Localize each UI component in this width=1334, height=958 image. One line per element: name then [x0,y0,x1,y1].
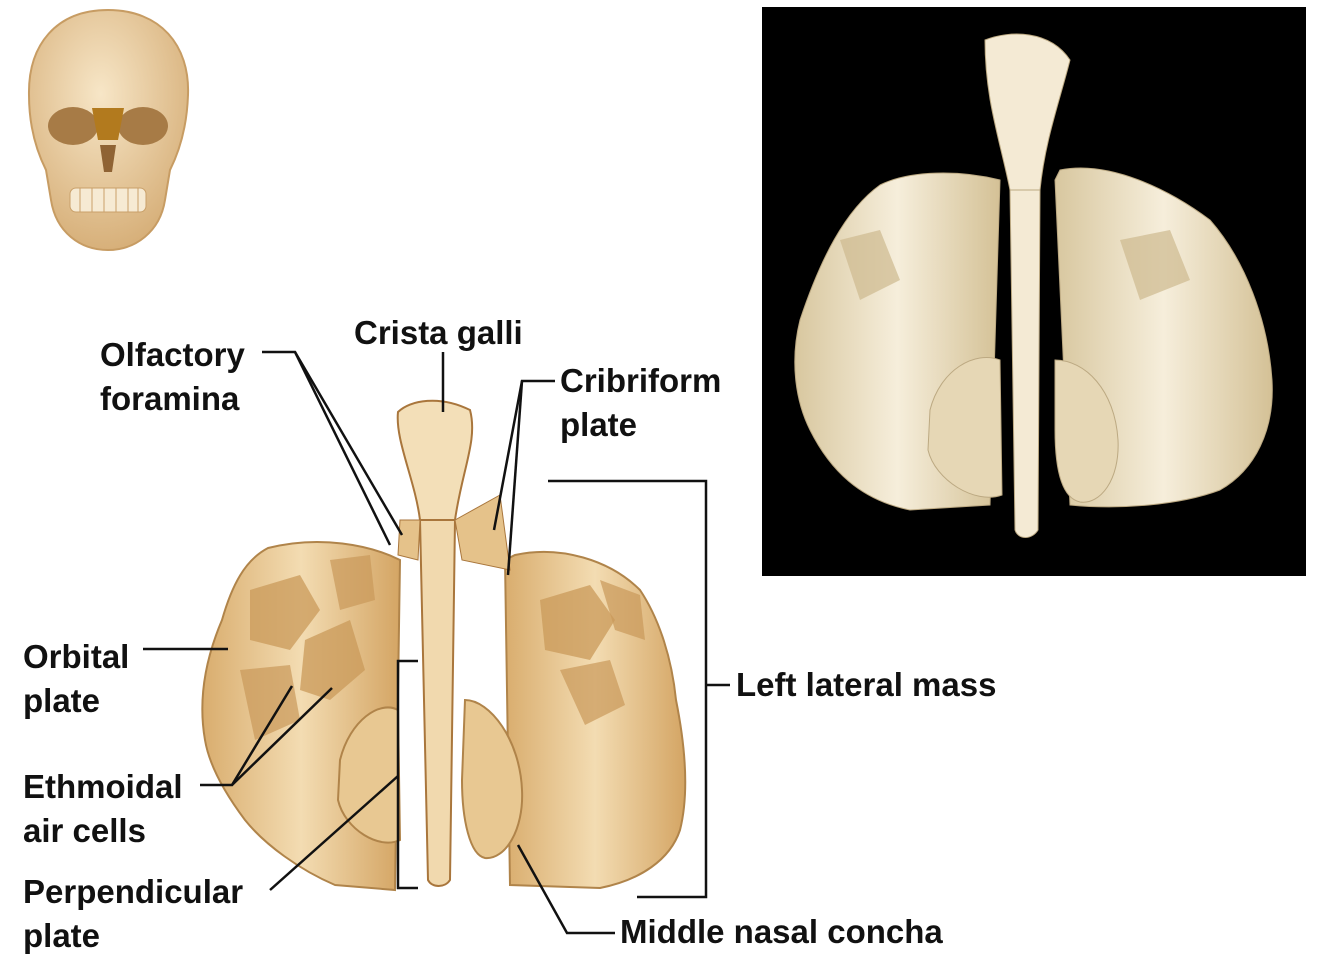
skull-thumbnail [29,10,188,250]
bracket-perpendicular-plate [398,661,418,888]
label-middle-nasal-concha: Middle nasal concha [620,910,943,954]
label-orbital-plate: Orbital plate [23,635,129,723]
label-left-lateral-mass: Left lateral mass [736,663,996,707]
label-perpendicular-plate: Perpendicular plate [23,870,243,958]
leader-olfactory-1 [262,352,402,535]
label-crista-galli: Crista galli [354,311,523,355]
leader-olfactory-2 [295,352,390,545]
leader-cribriform-1 [494,381,555,530]
ethmoid-illustration [202,401,685,890]
label-ethmoidal-air-cells: Ethmoidal air cells [23,765,183,853]
leader-cribriform-2 [508,381,522,575]
label-olfactory-foramina: Olfactory foramina [100,333,245,421]
label-cribriform-plate: Cribriform plate [560,359,721,447]
